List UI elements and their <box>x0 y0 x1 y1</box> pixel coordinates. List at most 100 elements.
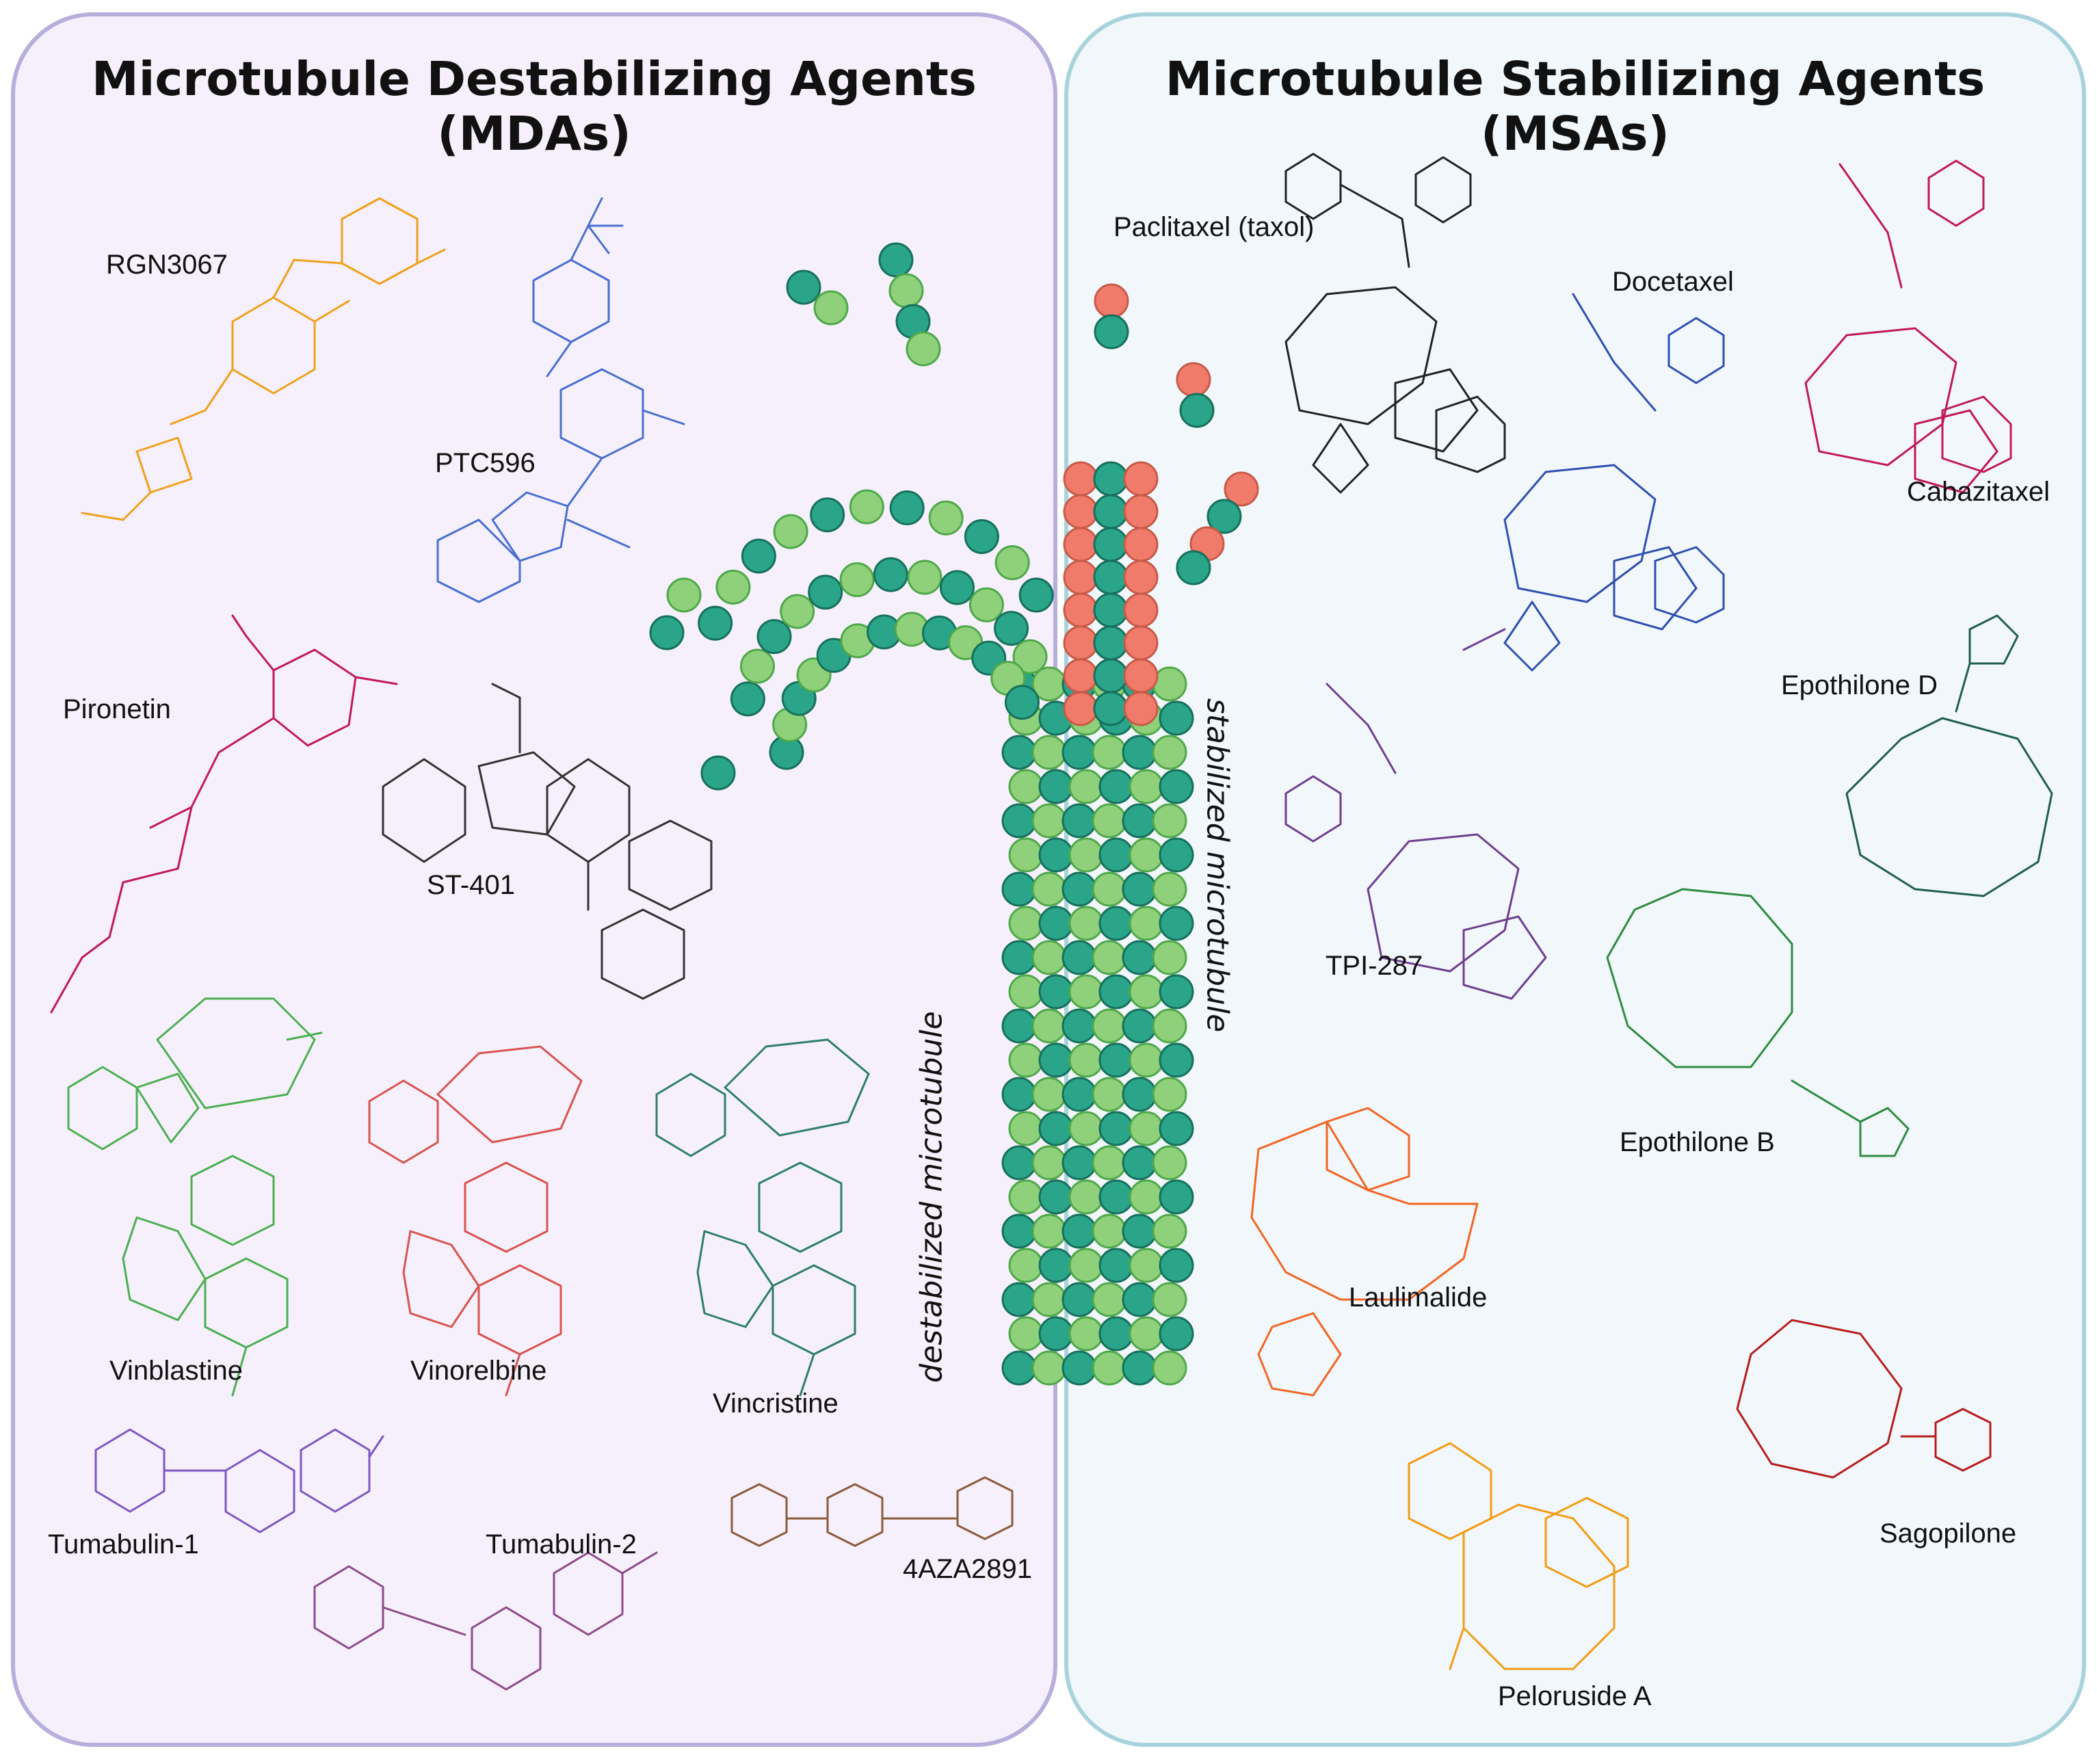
paclitaxel-structure <box>1284 153 1506 494</box>
tubulin-subunit <box>1098 1042 1134 1078</box>
curling-protofilament-subunit <box>698 605 733 641</box>
free-drug-bound-dimer <box>1224 471 1259 507</box>
tubulin-subunit <box>1001 735 1037 770</box>
stabilized-tubulin-subunit <box>1063 658 1098 694</box>
stabilized-tubulin-subunit <box>1063 461 1098 497</box>
label-4aza2891: 4AZA2891 <box>903 1554 1033 1584</box>
tubulin-subunit <box>1038 974 1074 1010</box>
curling-protofilament-subunit <box>873 557 908 592</box>
tubulin-subunit <box>1038 1316 1074 1352</box>
tubulin-subunit <box>1129 1248 1164 1283</box>
stabilized-tubulin-subunit <box>1093 691 1129 726</box>
tubulin-subunit <box>1092 1145 1127 1181</box>
stabilized-tubulin-subunit <box>1063 691 1098 726</box>
tubulin-subunit <box>1129 1111 1164 1146</box>
label-tumabulin2: Tumabulin-2 <box>486 1529 637 1559</box>
peloruside-a-structure <box>1408 1442 1629 1670</box>
tubulin-subunit <box>1159 1248 1194 1283</box>
tubulin-subunit <box>1031 1008 1067 1044</box>
st401-structure <box>382 683 713 1000</box>
tubulin-subunit <box>1061 1213 1097 1249</box>
tubulin-subunit <box>1061 1282 1097 1317</box>
free-tubulin-dimer <box>649 615 685 650</box>
stabilized-tubulin-subunit <box>1093 560 1129 595</box>
tubulin-subunit <box>1092 1213 1127 1249</box>
curling-protofilament-subunit <box>808 575 843 610</box>
free-drug-bound-dimer <box>1176 362 1211 397</box>
free-tubulin-dimer <box>700 755 736 791</box>
stabilized-tubulin-subunit <box>1093 461 1129 497</box>
tubulin-subunit <box>1068 1111 1104 1146</box>
tubulin-subunit <box>1159 906 1194 941</box>
tubulin-subunit <box>1038 1111 1074 1146</box>
tubulin-subunit <box>1068 906 1104 941</box>
curling-protofilament-subunit <box>1004 685 1040 720</box>
stabilized-tubulin-subunit <box>1093 625 1129 661</box>
tubulin-subunit <box>1129 1042 1164 1078</box>
label-epothilone-d: Epothilone D <box>1781 670 1938 700</box>
mda-panel-title: Microtubule Destabilizing Agents (MDAs) <box>92 52 977 161</box>
msa-panel-title: Microtubule Stabilizing Agents (MSAs) <box>1165 52 1986 161</box>
tubulin-subunit <box>1061 1008 1097 1044</box>
docetaxel-structure <box>1503 293 1725 672</box>
stabilized-tubulin-subunit <box>1063 592 1098 628</box>
tubulin-subunit <box>1129 769 1164 804</box>
curling-protofilament-subunit <box>780 594 815 629</box>
free-tubulin-dimer <box>813 290 849 326</box>
label-peloruside-a: Peloruside A <box>1498 1681 1652 1711</box>
curling-protofilament-subunit <box>889 490 925 526</box>
tubulin-subunit <box>1031 1350 1067 1386</box>
free-tubulin-dimer <box>906 331 941 367</box>
tubulin-subunit <box>1068 837 1104 873</box>
stabilized-tubulin-subunit <box>1123 625 1159 661</box>
tubulin-subunit <box>1008 1111 1044 1146</box>
tpi287-structure <box>1284 628 1547 1000</box>
tubulin-subunit <box>1068 1042 1104 1078</box>
vinorelbine-structure <box>368 1045 583 1397</box>
tubulin-subunit <box>1098 769 1134 804</box>
tubulin-subunit <box>1031 735 1067 770</box>
stabilized-tubulin-subunit <box>1063 527 1098 562</box>
free-drug-bound-dimer <box>1094 314 1129 350</box>
tubulin-subunit <box>1038 1042 1074 1078</box>
tubulin-subunit <box>1038 837 1074 873</box>
label-docetaxel: Docetaxel <box>1612 267 1734 297</box>
tubulin-subunit <box>1122 735 1157 770</box>
label-cabazitaxel: Cabazitaxel <box>1907 477 2050 507</box>
tubulin-subunit <box>1068 1179 1104 1215</box>
free-drug-bound-dimer <box>1176 550 1211 585</box>
tubulin-subunit <box>1031 803 1067 839</box>
tubulin-subunit <box>1061 735 1097 770</box>
tubulin-subunit <box>1001 940 1037 975</box>
tubulin-subunit <box>1122 1145 1157 1181</box>
curling-protofilament-subunit <box>739 648 775 684</box>
destabilized-microtubule-label: destabilized microtubule <box>914 1011 949 1383</box>
tubulin-subunit <box>1001 1350 1037 1386</box>
tubulin-subunit <box>1152 735 1187 770</box>
tubulin-subunit <box>1031 940 1067 975</box>
label-st401: ST-401 <box>427 870 515 900</box>
tubulin-subunit <box>1061 803 1097 839</box>
msa-panel: Microtubule Stabilizing Agents (MSAs) <box>1064 12 2086 1747</box>
tubulin-subunit <box>1068 1316 1104 1352</box>
label-sagopilone: Sagopilone <box>1880 1518 2017 1549</box>
laulimalide-structure <box>1250 1107 1479 1397</box>
curling-protofilament-subunit <box>756 619 792 655</box>
tubulin-subunit <box>1001 1077 1037 1112</box>
stabilized-tubulin-subunit <box>1063 625 1098 661</box>
stabilized-microtubule-label: stabilized microtubule <box>1200 698 1235 1033</box>
curling-protofilament-subunit <box>839 562 875 597</box>
tubulin-subunit <box>1008 1316 1044 1352</box>
tubulin-subunit <box>1129 974 1164 1010</box>
free-drug-bound-dimer <box>1206 499 1242 534</box>
tubulin-subunit <box>1129 837 1164 873</box>
tubulin-subunit <box>1008 974 1044 1010</box>
tubulin-subunit <box>1008 1179 1044 1215</box>
free-tubulin-dimer <box>878 242 914 278</box>
tubulin-subunit <box>1159 1111 1194 1146</box>
tubulin-subunit <box>1038 906 1074 941</box>
tubulin-subunit <box>1129 1316 1164 1352</box>
tubulin-subunit <box>1001 1145 1037 1181</box>
tubulin-subunit <box>1031 1077 1067 1112</box>
